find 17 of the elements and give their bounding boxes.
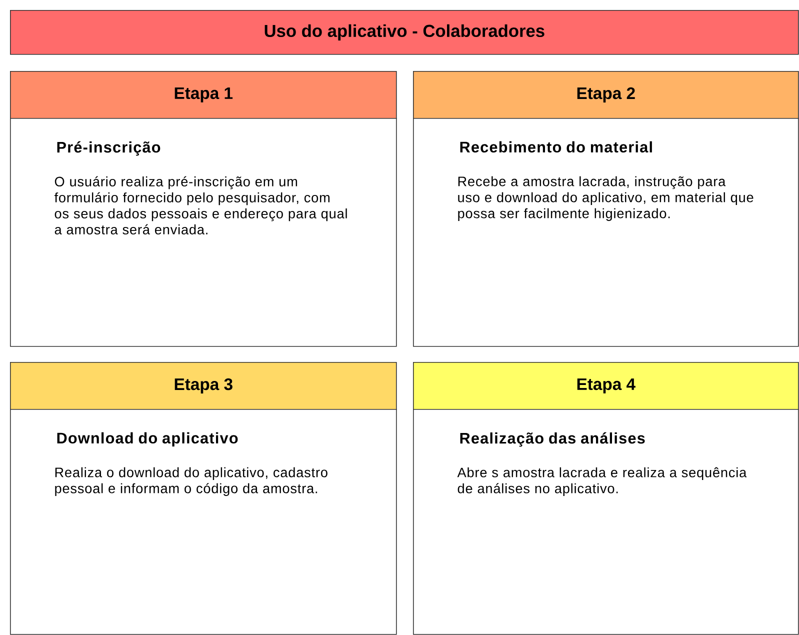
card-text: Recebe a amostra lacrada, instrução para uso e download do aplicativo, em material que possa ser facilmente higienizado. [458,176,754,221]
step-header: Etapa 3 [10,362,397,410]
card-text: O usuário realiza pré-inscrição em um formulário fornecido pelo pesquisador, com os seus dados pessoais e endereço para qual a amostra será enviada. [54,176,347,234]
step-header: Etapa 4 [413,362,799,410]
card-heading: Pré-inscrição [57,141,160,156]
step-header: Etapa 1 [10,71,397,119]
card-text: Realiza o download do aplicativo, cadastro pessoal e informam o código da amostra. [55,467,328,496]
text-card [413,409,799,635]
text-card [413,118,799,347]
card-heading: Download do aplicativo [57,432,238,447]
text-card [10,409,397,635]
text-card [10,118,397,347]
card-heading: Realização das análises [460,432,645,447]
card-text: Abre s amostra lacrada e realiza a sequência de análises no aplicativo. [457,467,747,496]
step-header: Etapa 2 [413,71,799,119]
title-bar: Uso do aplicativo - Colaboradores [10,10,799,55]
card-heading: Recebimento do material [460,141,652,153]
